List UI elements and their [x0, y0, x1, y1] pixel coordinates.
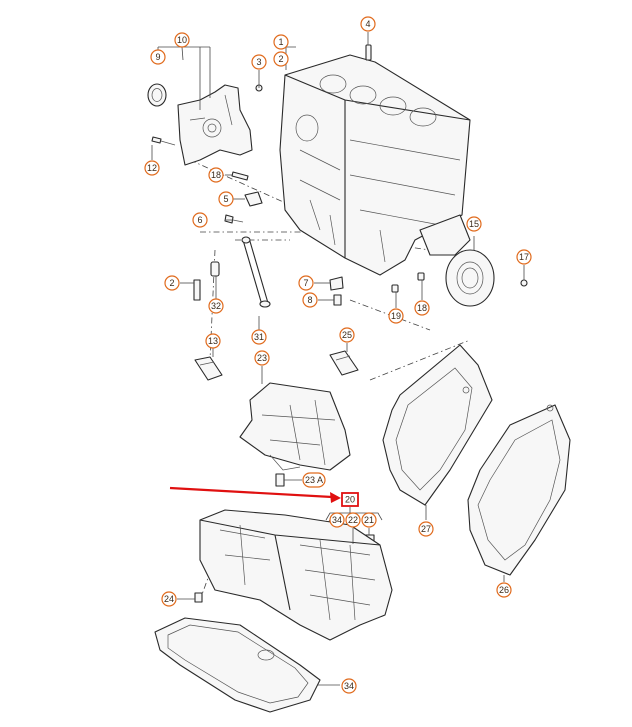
- svg-text:4: 4: [365, 19, 370, 29]
- svg-text:22: 22: [348, 515, 358, 525]
- callout-20[interactable]: 20: [341, 492, 359, 507]
- callout-31[interactable]: 31: [251, 329, 267, 345]
- oil-pan: [199, 509, 393, 641]
- svg-text:19: 19: [391, 311, 401, 321]
- callout-1[interactable]: 1: [273, 34, 289, 50]
- callout-25[interactable]: 25: [339, 327, 355, 343]
- seal-ring: [147, 83, 167, 107]
- callout-3[interactable]: 3: [251, 54, 267, 70]
- dipstick-tube: [241, 236, 271, 308]
- svg-text:13: 13: [208, 336, 218, 346]
- callout-6[interactable]: 6: [192, 212, 208, 228]
- callout-9[interactable]: 9: [150, 49, 166, 65]
- callout-21[interactable]: 21: [361, 512, 377, 528]
- svg-text:12: 12: [147, 163, 157, 173]
- svg-text:10: 10: [177, 35, 187, 45]
- callout-23a[interactable]: 23 A: [302, 472, 326, 488]
- callout-26[interactable]: 26: [496, 582, 512, 598]
- svg-text:7: 7: [303, 278, 308, 288]
- callout-34-bottom[interactable]: 34: [341, 678, 357, 694]
- sensor-25: [329, 350, 359, 376]
- svg-text:18: 18: [211, 170, 221, 180]
- callout-18-right[interactable]: 18: [414, 300, 430, 316]
- svg-text:15: 15: [469, 219, 479, 229]
- callout-2-top[interactable]: 2: [273, 51, 289, 67]
- oil-baffle: [239, 382, 351, 471]
- svg-text:8: 8: [307, 295, 312, 305]
- oil-pan-gasket: [154, 617, 321, 713]
- svg-text:23: 23: [257, 353, 267, 363]
- callout-24[interactable]: 24: [161, 591, 177, 607]
- callout-4[interactable]: 4: [360, 16, 376, 32]
- annotation-arrow: [169, 486, 341, 503]
- svg-text:34: 34: [344, 681, 354, 691]
- crankshaft-seal-flange: [445, 249, 495, 307]
- intermediate-plate: [382, 344, 493, 506]
- timing-cover: [177, 84, 253, 166]
- callout-12[interactable]: 12: [144, 160, 160, 176]
- callout-8[interactable]: 8: [302, 292, 318, 308]
- callout-23[interactable]: 23: [254, 350, 270, 366]
- callout-34-top[interactable]: 34: [329, 512, 345, 528]
- callout-17[interactable]: 17: [516, 249, 532, 265]
- callouts: 1 2 3 4 10 9 12 18 5 6 2 32 7 8 15 17 19…: [144, 16, 532, 694]
- callout-22[interactable]: 22: [345, 512, 361, 528]
- svg-text:25: 25: [342, 330, 352, 340]
- svg-text:2: 2: [278, 54, 283, 64]
- svg-text:18: 18: [417, 303, 427, 313]
- svg-text:21: 21: [364, 515, 374, 525]
- svg-text:17: 17: [519, 252, 529, 262]
- callout-10[interactable]: 10: [174, 32, 190, 48]
- svg-text:3: 3: [256, 57, 261, 67]
- sensor-13: [194, 356, 223, 381]
- svg-text:34: 34: [332, 515, 342, 525]
- callout-5[interactable]: 5: [218, 191, 234, 207]
- callout-19[interactable]: 19: [388, 308, 404, 324]
- cylinder-block: [279, 54, 471, 276]
- svg-text:2: 2: [169, 278, 174, 288]
- svg-text:31: 31: [254, 332, 264, 342]
- callout-27[interactable]: 27: [418, 521, 434, 537]
- svg-text:24: 24: [164, 594, 174, 604]
- rear-plate: [467, 404, 571, 576]
- callout-13[interactable]: 13: [205, 333, 221, 349]
- callout-7[interactable]: 7: [298, 275, 314, 291]
- callout-18-left[interactable]: 18: [208, 167, 224, 183]
- callout-15[interactable]: 15: [466, 216, 482, 232]
- svg-text:5: 5: [223, 194, 228, 204]
- svg-text:26: 26: [499, 585, 509, 595]
- svg-text:9: 9: [155, 52, 160, 62]
- svg-text:23 A: 23 A: [305, 475, 323, 485]
- svg-text:1: 1: [278, 37, 283, 47]
- svg-text:32: 32: [211, 301, 221, 311]
- svg-text:20: 20: [345, 495, 355, 505]
- callout-2-left[interactable]: 2: [164, 275, 180, 291]
- callout-32[interactable]: 32: [208, 298, 224, 314]
- svg-text:6: 6: [197, 215, 202, 225]
- svg-text:27: 27: [421, 524, 431, 534]
